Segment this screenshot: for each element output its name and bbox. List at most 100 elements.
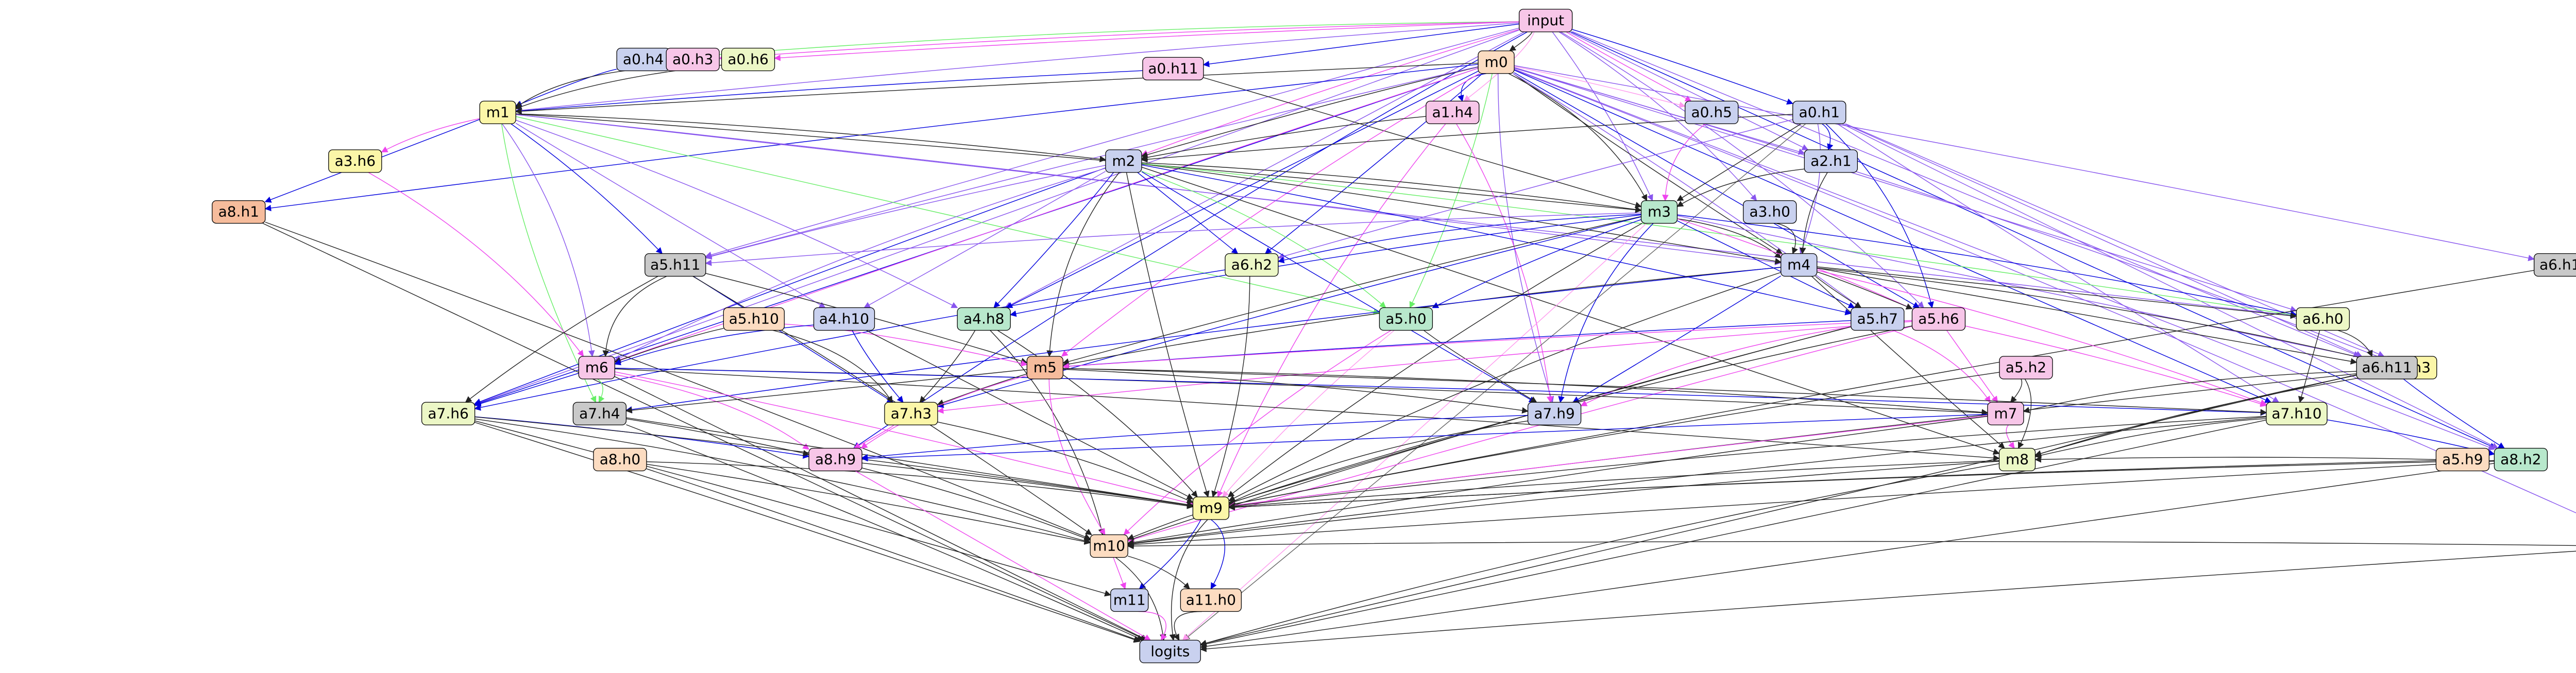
node-a7.h9[interactable]: a7.h9: [1527, 402, 1582, 425]
edge-m1-to-a6.h0: [516, 114, 2297, 319]
node-box-a7.h9: [1527, 402, 1582, 425]
node-m2[interactable]: m2: [1105, 149, 1142, 173]
node-box-m4: [1781, 253, 1818, 277]
edge-a0.h1-to-a7.h10: [1837, 123, 2280, 403]
node-a5.h2[interactable]: a5.h2: [1999, 356, 2053, 379]
node-box-a8.h9: [808, 447, 862, 472]
node-box-a11.h0: [1180, 588, 1242, 612]
edge-input-to-a8.h2: [1570, 31, 2497, 449]
node-m11[interactable]: m11: [1110, 588, 1149, 612]
node-a7.h10[interactable]: a7.h10: [2266, 402, 2328, 425]
node-a3.h0[interactable]: a3.h0: [1743, 200, 1797, 224]
node-a5.h9[interactable]: a5.h9: [2435, 447, 2490, 472]
node-a1.h4[interactable]: a1.h4: [1426, 100, 1480, 125]
node-a7.h4[interactable]: a7.h4: [572, 402, 627, 425]
node-a11.h0[interactable]: a11.h0: [1180, 588, 1242, 612]
node-m10[interactable]: m10: [1090, 534, 1128, 558]
node-input[interactable]: input: [1518, 9, 1573, 32]
edge-m1-to-m4: [516, 114, 1782, 266]
edge-a4.h8-to-m10: [990, 330, 1105, 536]
edge-a4.h8-to-m9: [997, 330, 1198, 497]
node-a7.h6[interactable]: a7.h6: [421, 402, 476, 425]
edge-a2.h1-to-m3: [1676, 168, 1805, 207]
edge-input-to-a5.h11: [705, 27, 1519, 258]
node-a7.h3[interactable]: a7.h3: [884, 402, 938, 425]
node-a4.h8[interactable]: a4.h8: [957, 307, 1011, 331]
edge-m6-to-a7.h4: [597, 378, 605, 403]
edge-a9.h10-to-m10: [1127, 541, 2576, 549]
edge-m3-to-a7.h9: [1558, 223, 1654, 403]
node-box-a6.h10: [2534, 253, 2576, 277]
node-label-a7.h3: a7.h3: [891, 405, 931, 422]
edge-a7.h9-to-m9: [1228, 420, 1528, 504]
node-a3.h6[interactable]: a3.h6: [328, 149, 382, 173]
edge-m8-to-m10: [1127, 461, 1999, 547]
node-label-a5.h10: a5.h10: [729, 310, 779, 327]
node-m8[interactable]: m8: [1998, 447, 2036, 472]
edge-a5.h6-to-a7.h10: [1965, 325, 2267, 407]
edge-a0.h11-to-m3: [1203, 77, 1642, 209]
node-a5.h7[interactable]: a5.h7: [1851, 307, 1905, 331]
edge-m8-to-m9: [1228, 460, 1999, 510]
node-a0.h11[interactable]: a0.h11: [1142, 57, 1204, 80]
node-a6.h2[interactable]: a6.h2: [1225, 253, 1279, 277]
node-label-m6: m6: [585, 359, 608, 376]
node-a4.h10[interactable]: a4.h10: [813, 307, 875, 331]
node-logits[interactable]: logits: [1139, 640, 1201, 663]
node-m5[interactable]: m5: [1026, 356, 1063, 379]
node-a0.h3[interactable]: a0.h3: [666, 47, 720, 72]
edge-input-to-m3: [1552, 31, 1653, 201]
node-a6.h11[interactable]: a6.h11: [2356, 356, 2418, 379]
edge-m5-to-a7.h9: [1063, 369, 1529, 414]
node-a8.h1[interactable]: a8.h1: [212, 200, 266, 224]
edge-a5.h6-to-m7: [1946, 330, 1998, 403]
node-a8.h9[interactable]: a8.h9: [808, 447, 862, 472]
node-a5.h11[interactable]: a5.h11: [645, 253, 706, 277]
node-a2.h1[interactable]: a2.h1: [1804, 149, 1858, 173]
node-m9[interactable]: m9: [1192, 496, 1230, 520]
node-m4[interactable]: m4: [1781, 253, 1818, 277]
node-m7[interactable]: m7: [1987, 402, 2024, 425]
edge-a7.h4-to-a8.h9: [626, 418, 810, 457]
node-a8.h0[interactable]: a8.h0: [593, 447, 647, 472]
edge-input-to-a0.h3: [718, 21, 1519, 61]
node-box-a6.h2: [1225, 253, 1279, 277]
node-label-m5: m5: [1033, 359, 1057, 376]
edge-input-to-a4.h8: [1004, 31, 1525, 308]
edge-a5.h2-to-m7: [2010, 378, 2023, 403]
edge-a7.h10-to-m10: [1127, 417, 2266, 547]
node-a0.h1[interactable]: a0.h1: [1792, 100, 1846, 125]
node-m3[interactable]: m3: [1640, 200, 1678, 224]
edge-a8.h0-to-logits: [646, 468, 1141, 642]
edge-a5.h11-to-m6: [602, 275, 667, 357]
edge-m9-to-a11.h0: [1210, 519, 1225, 590]
edge-input-to-m2: [1141, 29, 1519, 157]
edge-a8.h2-to-m9: [1228, 460, 2495, 511]
node-a0.h4[interactable]: a0.h4: [616, 47, 670, 72]
edge-m3-to-a6.h0: [1677, 214, 2297, 317]
node-a0.h5[interactable]: a0.h5: [1685, 100, 1739, 125]
node-a8.h2[interactable]: a8.h2: [2494, 447, 2548, 472]
edge-input-to-a0.h11: [1202, 23, 1519, 67]
node-m6[interactable]: m6: [578, 356, 615, 379]
edge-m2-to-m4: [1141, 163, 1782, 265]
edge-m3-to-a5.h11: [705, 212, 1641, 266]
node-a6.h10[interactable]: a6.h10: [2534, 253, 2576, 277]
edge-m9-to-m11: [1139, 519, 1201, 590]
edge-a5.h2-to-m9: [1228, 372, 2000, 507]
edge-m1-to-a7.h4: [501, 124, 597, 403]
node-label-m10: m10: [1093, 538, 1125, 555]
edge-m4-to-a6.h0: [1817, 266, 2297, 319]
node-m1[interactable]: m1: [479, 100, 516, 125]
node-a5.h10[interactable]: a5.h10: [723, 307, 785, 331]
node-label-m0: m0: [1485, 54, 1508, 71]
node-m0[interactable]: m0: [1478, 50, 1515, 74]
node-a0.h6[interactable]: a0.h6: [721, 47, 775, 72]
node-label-input: input: [1527, 12, 1564, 29]
node-a5.h0[interactable]: a5.h0: [1379, 307, 1433, 331]
node-a6.h0[interactable]: a6.h0: [2296, 307, 2350, 331]
node-a5.h6[interactable]: a5.h6: [1911, 307, 1966, 331]
node-label-a3.h6: a3.h6: [335, 152, 376, 169]
edge-a6.h11-to-m8: [2035, 374, 2357, 457]
